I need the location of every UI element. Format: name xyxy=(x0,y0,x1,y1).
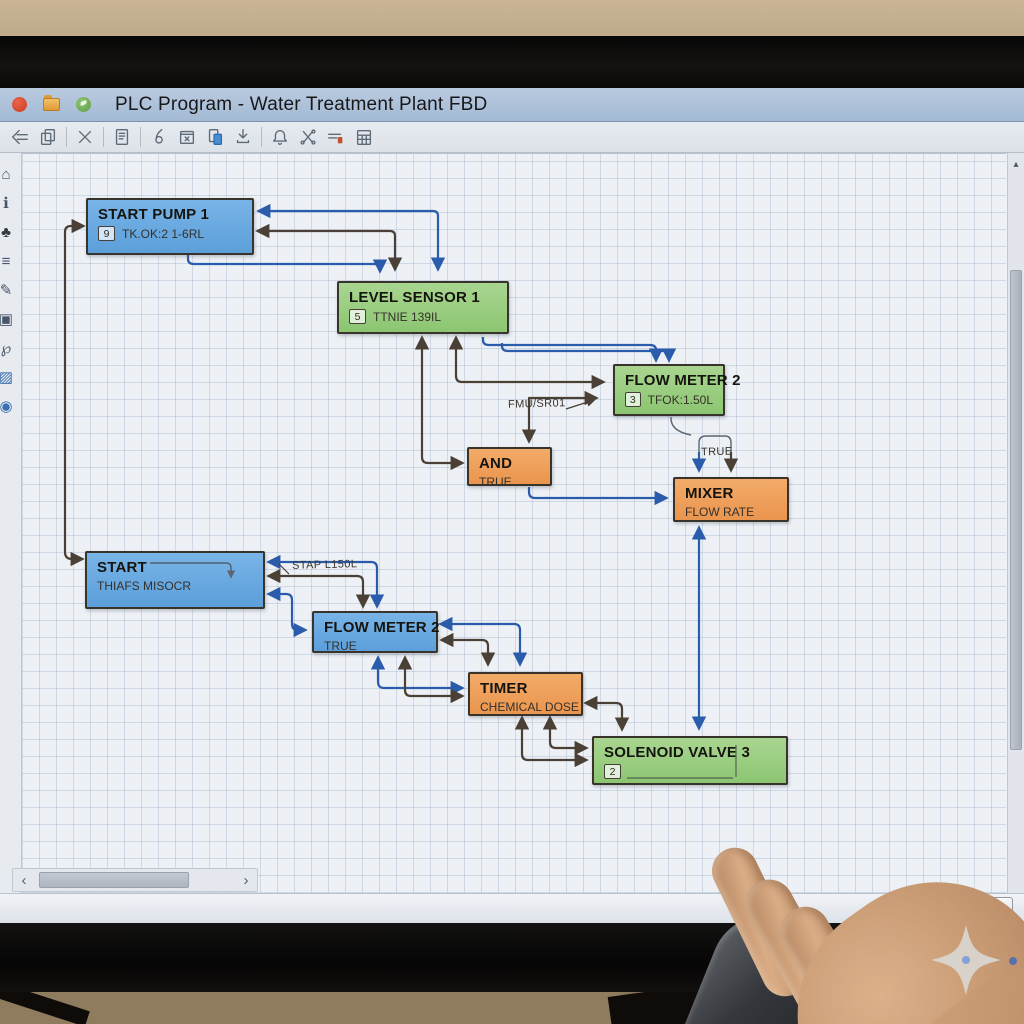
split-branch-icon[interactable] xyxy=(294,125,322,149)
block-subtitle-row: 2 xyxy=(604,764,776,779)
fbd-block-flow-meter-2[interactable]: FLOW METER 2 TRUE xyxy=(312,611,440,653)
app-logo-icon xyxy=(76,97,91,112)
scroll-left-arrow[interactable]: ‹ xyxy=(21,871,27,889)
block-subtitle: TTNIE 139IL xyxy=(373,309,442,324)
bell-icon[interactable] xyxy=(266,125,294,149)
block-title: AND xyxy=(479,455,513,472)
main-toolbar xyxy=(0,122,1024,153)
sidebar-target-icon[interactable]: ◉ xyxy=(0,398,13,415)
block-subtitle: TFOK:1.50L xyxy=(647,392,713,407)
close-window-button[interactable] xyxy=(12,97,27,112)
fbd-block-mixer[interactable]: MIXER FLOW RATE xyxy=(673,477,789,522)
monitor-bezel-top xyxy=(0,36,1024,88)
copy-icon[interactable] xyxy=(34,125,62,149)
port-badge: 3 xyxy=(625,392,641,407)
block-title: START xyxy=(97,559,147,576)
fbd-canvas[interactable] xyxy=(22,153,1006,893)
block-title: SOLENOID VALVE 3 xyxy=(604,744,751,761)
tool-sidebar: ⌂ ℹ ♣ ≡ ✎ ▣ ℘ ▨ ◉ xyxy=(0,153,22,893)
status-bar xyxy=(0,893,1024,923)
block-subtitle: FLOW RATE xyxy=(685,505,755,519)
block-subtitle: THIAFS MISOCR xyxy=(97,579,192,593)
sidebar-image-icon[interactable]: ▨ xyxy=(0,369,14,386)
delete-icon[interactable] xyxy=(71,125,99,149)
undo-icon[interactable] xyxy=(145,125,173,149)
sidebar-pencil-icon[interactable]: ✎ xyxy=(0,282,13,299)
wall-background xyxy=(0,0,1024,36)
block-title: START PUMP 1 xyxy=(98,206,210,223)
port-badge: 5 xyxy=(349,309,366,324)
sidebar-stamp-icon[interactable]: ♣ xyxy=(1,224,11,241)
block-subtitle-row: 5 TTNIE 139IL xyxy=(349,309,497,324)
fbd-block-timer[interactable]: TIMER CHEMICAL DOSE xyxy=(468,672,583,716)
fbd-block-start-pump-1[interactable]: START PUMP 1 9 TK.OK:2 1-6RL xyxy=(86,198,254,255)
horizontal-scrollbar[interactable]: ‹ › xyxy=(12,868,258,892)
monitor-bezel-bottom xyxy=(0,923,1024,992)
desk-surface xyxy=(0,992,1024,1024)
vertical-scroll-thumb[interactable] xyxy=(1010,270,1022,750)
block-subtitle: TK.OK:2 1-6RL xyxy=(122,226,205,241)
fbd-block-solenoid-valve-3[interactable]: SOLENOID VALVE 3 2 xyxy=(592,736,788,785)
horizontal-scroll-thumb[interactable] xyxy=(39,872,189,888)
sidebar-lines-icon[interactable]: ≡ xyxy=(1,253,11,270)
compile-button[interactable]: Compile xyxy=(933,897,1013,920)
folder-icon[interactable] xyxy=(43,95,60,111)
window-titlebar: PLC Program - Water Treatment Plant FBD xyxy=(0,88,1024,122)
vertical-scrollbar[interactable]: ▴ xyxy=(1007,153,1024,893)
toolbar-separator xyxy=(261,127,262,147)
fbd-block-flow-meter-2-sensor[interactable]: FLOW METER 2 3 TFOK:1.50L xyxy=(613,364,741,416)
block-subtitle-row: CHEMICAL DOSE xyxy=(480,700,579,714)
table-grid-icon[interactable] xyxy=(350,125,378,149)
block-title: TIMER xyxy=(480,680,528,697)
archive-cancel-icon[interactable] xyxy=(173,125,201,149)
toolbar-separator xyxy=(66,127,67,147)
scroll-up-arrow[interactable]: ▴ xyxy=(1013,159,1019,170)
block-subtitle-row: FLOW RATE xyxy=(685,505,777,519)
import-down-icon[interactable] xyxy=(229,125,257,149)
sidebar-script-icon[interactable]: ℘ xyxy=(0,340,12,357)
block-title: FLOW METER 2 xyxy=(324,619,440,636)
sidebar-home-icon[interactable]: ⌂ xyxy=(1,166,11,183)
block-subtitle: CHEMICAL DOSE xyxy=(480,700,579,714)
port-badge: 2 xyxy=(604,764,621,779)
back-arrow-icon[interactable] xyxy=(6,125,34,149)
fbd-block-level-sensor-1[interactable]: LEVEL SENSOR 1 5 TTNIE 139IL xyxy=(337,281,509,334)
sidebar-pages-icon[interactable]: ▣ xyxy=(0,311,14,328)
block-subtitle: TRUE xyxy=(479,475,512,489)
fbd-block-start[interactable]: START THIAFS MISOCR xyxy=(85,551,265,609)
toolbar-separator xyxy=(140,127,141,147)
window-title: PLC Program - Water Treatment Plant FBD xyxy=(115,93,488,115)
scroll-right-arrow[interactable]: › xyxy=(243,871,249,889)
block-subtitle: TRUE xyxy=(324,639,357,653)
list-settings-icon[interactable] xyxy=(322,125,350,149)
block-subtitle-row: 9 TK.OK:2 1-6RL xyxy=(98,226,242,241)
sidebar-info-icon[interactable]: ℹ xyxy=(3,195,9,212)
toolbar-separator xyxy=(103,127,104,147)
document-icon[interactable] xyxy=(108,125,136,149)
block-title: FLOW METER 2 xyxy=(625,372,741,389)
block-subtitle-row: TRUE xyxy=(479,475,540,489)
block-subtitle-row: 3 TFOK:1.50L xyxy=(625,392,713,407)
block-title: LEVEL SENSOR 1 xyxy=(349,289,480,306)
paste-icon[interactable] xyxy=(201,125,229,149)
fbd-block-and-gate[interactable]: AND TRUE xyxy=(467,447,552,489)
block-subtitle-row: TRUE xyxy=(324,639,426,653)
block-title: MIXER xyxy=(685,485,734,502)
block-subtitle-row: THIAFS MISOCR xyxy=(97,579,253,593)
port-badge: 9 xyxy=(98,226,115,241)
